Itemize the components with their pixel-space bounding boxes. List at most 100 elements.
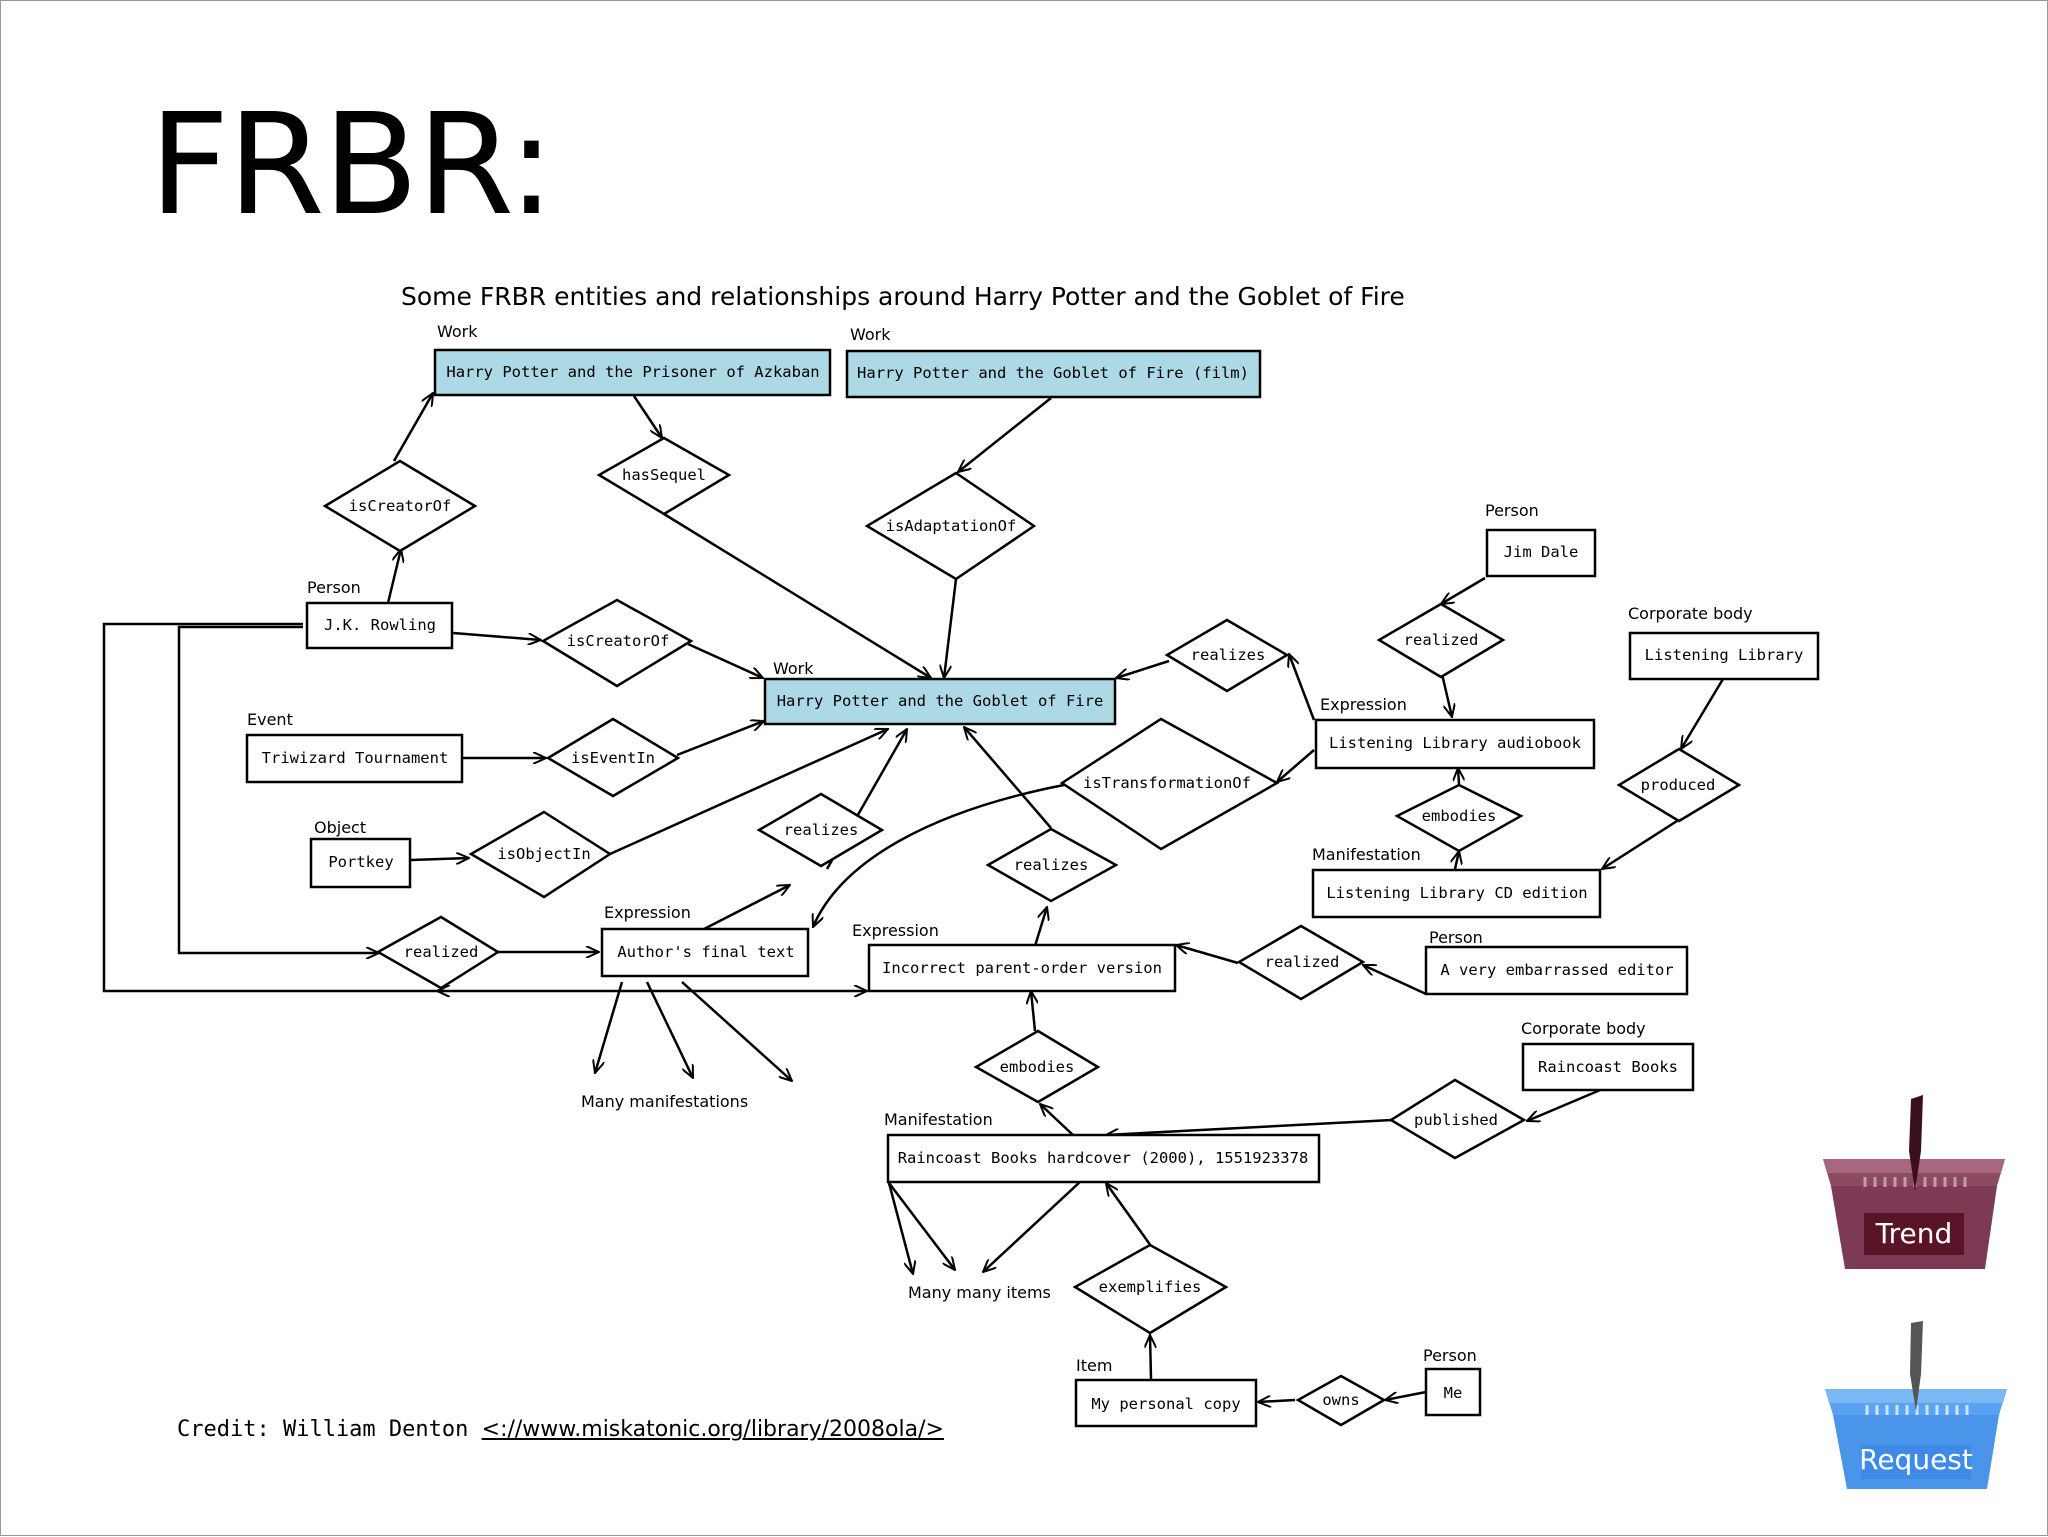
rel-iscreatorof-mid-diamond xyxy=(540,598,694,688)
slide-title: FRBR: xyxy=(149,84,555,247)
entity-film-box xyxy=(845,349,1262,399)
rel-embodies-label: embodies xyxy=(1422,807,1497,825)
rel-realizes-right-diamond xyxy=(1164,618,1290,693)
rel-exemplifies-diamond xyxy=(1072,1243,1229,1335)
entity-me-box xyxy=(1424,1367,1482,1417)
entity-personal-copy-label: My personal copy xyxy=(1091,1395,1240,1413)
rel-isobjectin-label: isObjectIn xyxy=(497,845,590,863)
type-label-expression: Expression xyxy=(852,921,939,940)
type-label-manifestation: Manifestation xyxy=(1312,845,1421,864)
rel-realizes-label: realizes xyxy=(784,821,859,839)
entity-hardcover-label: Raincoast Books hardcover (2000), 155192… xyxy=(898,1149,1309,1167)
entity-rowling-box xyxy=(305,601,454,650)
entity-portkey-label: Portkey xyxy=(328,853,393,871)
rel-owns-label: owns xyxy=(1322,1391,1359,1409)
entity-goblet-box xyxy=(763,677,1117,726)
type-label-corporate-body: Corporate body xyxy=(1521,1019,1646,1038)
entity-final-text-box xyxy=(600,927,810,978)
entity-raincoast-label: Raincoast Books xyxy=(1538,1058,1678,1076)
entity-film-label: Harry Potter and the Goblet of Fire (fil… xyxy=(857,364,1249,382)
rel-hassequel-diamond xyxy=(596,436,732,516)
type-label-work: Work xyxy=(773,659,814,678)
rel-realized-dale-diamond xyxy=(1376,602,1506,679)
type-label-corporate-body: Corporate body xyxy=(1628,604,1753,623)
rel-embodies-cd-diamond xyxy=(1394,783,1524,853)
entity-goblet-label: Harry Potter and the Goblet of Fire xyxy=(777,692,1104,710)
entity-azkaban-box xyxy=(433,348,832,397)
diagram-title: Some FRBR entities and relationships aro… xyxy=(401,282,1405,311)
request-button[interactable]: Request xyxy=(1821,1319,2011,1509)
entity-editor-label: A very embarrassed editor xyxy=(1440,961,1673,979)
entity-triwizard-box xyxy=(245,733,464,784)
rel-realized-label: realized xyxy=(404,943,479,961)
entity-final-text-label: Author's final text xyxy=(617,943,794,961)
rel-iscreatorof-label: isCreatorOf xyxy=(349,497,452,515)
entity-portkey-box xyxy=(309,837,412,889)
request-label: Request xyxy=(1859,1443,1973,1476)
note-many-manifestations: Many manifestations xyxy=(581,1092,748,1111)
rel-isadaptationof-diamond xyxy=(864,471,1037,581)
rel-istransformationof-diamond xyxy=(1059,717,1280,851)
entity-raincoast-box xyxy=(1521,1042,1695,1092)
rel-realized-left-diamond xyxy=(375,915,501,990)
basket-icon xyxy=(1823,1095,2005,1269)
entity-listening-library-box xyxy=(1628,631,1820,681)
rel-iseventin-diamond xyxy=(545,717,681,798)
entity-azkaban-label: Harry Potter and the Prisoner of Azkaban xyxy=(446,363,819,381)
entity-incorrect-box xyxy=(867,943,1177,993)
rel-owns-diamond xyxy=(1295,1374,1387,1427)
entity-audiobook-label: Listening Library audiobook xyxy=(1329,734,1582,752)
rel-published-diamond xyxy=(1388,1078,1527,1160)
entity-dale-box xyxy=(1485,528,1597,578)
rel-realized-label: realized xyxy=(1265,953,1340,971)
entity-rowling-label: J.K. Rowling xyxy=(324,616,436,634)
type-label-object: Object xyxy=(314,818,366,837)
rel-produced-diamond xyxy=(1616,747,1742,823)
rel-realizes-label: realizes xyxy=(1014,856,1089,874)
note-many-items: Many many items xyxy=(908,1283,1051,1302)
rel-embodies-hard-diamond xyxy=(973,1029,1101,1104)
rel-istransformationof-label: isTransformationOf xyxy=(1083,774,1251,792)
rel-realized-label: realized xyxy=(1404,631,1479,649)
rel-realizes-incorrect-diamond xyxy=(985,827,1119,903)
credit-link[interactable]: <://www.miskatonic.org/library/2008ola/> xyxy=(481,1417,944,1442)
rel-iseventin-label: isEventIn xyxy=(571,749,655,767)
type-label-manifestation: Manifestation xyxy=(884,1110,993,1129)
type-label-event: Event xyxy=(247,710,293,729)
trend-label: Trend xyxy=(1875,1217,1953,1250)
rel-realizes-final-diamond xyxy=(756,792,885,868)
entity-personal-copy-box xyxy=(1074,1378,1258,1428)
type-label-person: Person xyxy=(1485,501,1539,520)
rel-iscreatorof-label: isCreatorOf xyxy=(567,632,670,650)
entity-listening-library-label: Listening Library xyxy=(1645,646,1804,664)
type-label-work: Work xyxy=(437,322,478,341)
type-label-person: Person xyxy=(307,578,361,597)
rel-iscreatorof-top-diamond xyxy=(322,459,478,553)
entity-me-label: Me xyxy=(1444,1384,1463,1402)
trend-button[interactable]: Trend xyxy=(1819,1091,2009,1281)
type-label-work: Work xyxy=(850,325,891,344)
rel-embodies-label: embodies xyxy=(1000,1058,1075,1076)
entity-triwizard-label: Triwizard Tournament xyxy=(262,749,449,767)
credit-label: Credit: William Denton xyxy=(177,1417,482,1442)
credit-line: Credit: William Denton <://www.miskatoni… xyxy=(177,1417,944,1442)
rel-produced-label: produced xyxy=(1641,776,1716,794)
entity-cd-box xyxy=(1311,868,1602,919)
entity-cd-label: Listening Library CD edition xyxy=(1326,884,1587,902)
rel-published-label: published xyxy=(1414,1111,1498,1129)
rel-isobjectin-diamond xyxy=(468,810,613,899)
rel-realizes-label: realizes xyxy=(1191,646,1266,664)
type-label-expression: Expression xyxy=(604,903,691,922)
type-label-expression: Expression xyxy=(1320,695,1407,714)
entity-incorrect-label: Incorrect parent-order version xyxy=(882,959,1162,977)
rel-hassequel-label: hasSequel xyxy=(622,466,706,484)
entity-editor-box xyxy=(1424,945,1689,996)
entity-dale-label: Jim Dale xyxy=(1504,543,1579,561)
type-label-person: Person xyxy=(1423,1346,1477,1365)
type-label-person: Person xyxy=(1429,928,1483,947)
entity-audiobook-box xyxy=(1314,718,1596,770)
type-label-item: Item xyxy=(1076,1356,1112,1375)
basket-icon xyxy=(1825,1321,2007,1489)
